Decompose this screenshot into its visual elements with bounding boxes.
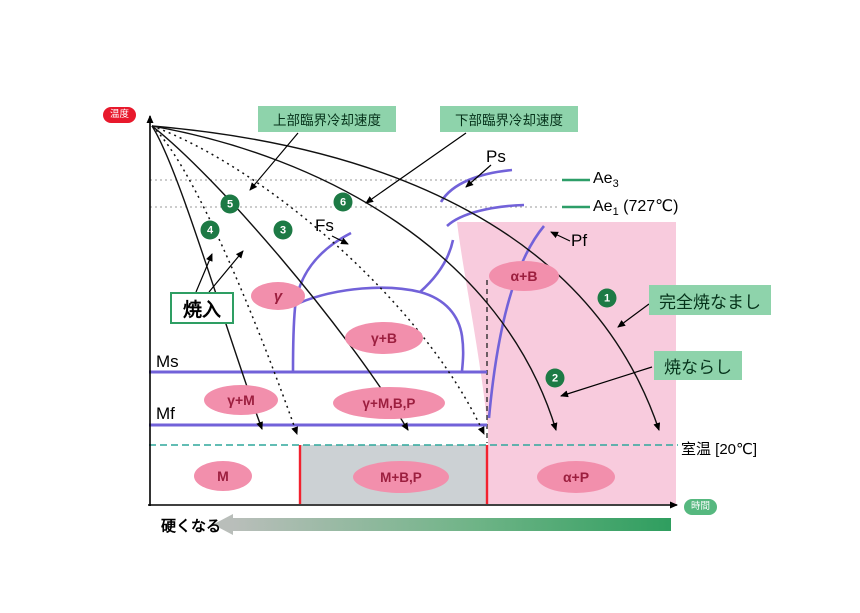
ae1-sub: 1 bbox=[612, 206, 619, 219]
normalize-box: 焼ならし bbox=[654, 351, 742, 380]
lower-critical-cooling-rate-box: 下部臨界冷却速度 bbox=[440, 106, 578, 132]
fs-label: Fs bbox=[315, 216, 334, 235]
cooling-curve-6-dotted bbox=[151, 125, 485, 435]
arrow-lower-critical bbox=[365, 132, 467, 204]
region-gamma-mbp: γ+M,B,P bbox=[333, 387, 445, 419]
x-axis-label-badge: 時間 bbox=[684, 499, 718, 515]
region-gamma: γ bbox=[251, 282, 305, 310]
pf-label: Pf bbox=[571, 231, 588, 250]
cooling-curve-3 bbox=[151, 125, 409, 431]
mf-label: Mf bbox=[156, 404, 175, 423]
y-axis-label-badge: 温度 bbox=[103, 107, 137, 123]
ae1-base: Ae bbox=[593, 198, 613, 215]
ps-upper-curve bbox=[439, 168, 513, 203]
arrow-ps bbox=[465, 164, 492, 188]
curve-marker-1: 1 bbox=[597, 288, 617, 308]
curve-marker-2: 2 bbox=[545, 368, 565, 388]
curve-marker-3: 3 bbox=[273, 220, 293, 240]
arrow-quench-2 bbox=[208, 250, 244, 293]
region-m-bp: M+B,P bbox=[353, 461, 449, 493]
ae1-label: Ae1 (727℃) bbox=[593, 196, 678, 218]
region-m: M bbox=[194, 461, 252, 491]
ae3-base: Ae bbox=[593, 170, 613, 187]
ps-label: Ps bbox=[486, 147, 506, 166]
region-alpha-b: α+B bbox=[489, 261, 559, 291]
arrow-upper-critical bbox=[249, 132, 299, 191]
region-gamma-b: γ+B bbox=[345, 322, 423, 354]
pf-curve bbox=[487, 225, 545, 419]
arrow-normalize bbox=[560, 366, 653, 398]
arrow-pf bbox=[550, 231, 571, 242]
cooling-curve-1 bbox=[151, 125, 661, 431]
arrow-quench-1 bbox=[195, 253, 213, 293]
ae1-rest: (727℃) bbox=[618, 198, 679, 215]
room-temp-label: 室温 [20℃] bbox=[681, 441, 758, 458]
curve-marker-5: 5 bbox=[220, 194, 240, 214]
region-gamma-m: γ+M bbox=[204, 385, 278, 415]
bainite-upper-branch bbox=[419, 239, 455, 293]
arrow-fs bbox=[331, 235, 349, 245]
arrow-full-anneal bbox=[617, 303, 650, 328]
quench-box: 焼入 bbox=[170, 292, 234, 324]
hardness-arrow-head bbox=[213, 514, 233, 535]
ae3-label: Ae3 bbox=[593, 170, 619, 190]
upper-critical-cooling-rate-box: 上部臨界冷却速度 bbox=[258, 106, 396, 132]
hardness-arrow-bar bbox=[233, 518, 671, 531]
curve-marker-6: 6 bbox=[333, 192, 353, 212]
curve-marker-4: 4 bbox=[200, 220, 220, 240]
annotation-arrows bbox=[195, 132, 653, 398]
cooling-curve-4 bbox=[151, 125, 263, 430]
full-anneal-box: 完全焼なまし bbox=[649, 285, 771, 315]
harder-label: 硬くなる bbox=[161, 518, 222, 535]
ps-lower-curve bbox=[446, 203, 525, 227]
region-alpha-p: α+P bbox=[537, 461, 615, 493]
cooling-curve-2 bbox=[151, 125, 558, 431]
ms-label: Ms bbox=[156, 352, 179, 371]
ae3-sub: 3 bbox=[612, 178, 619, 191]
bainite-nose-curve bbox=[298, 286, 465, 372]
